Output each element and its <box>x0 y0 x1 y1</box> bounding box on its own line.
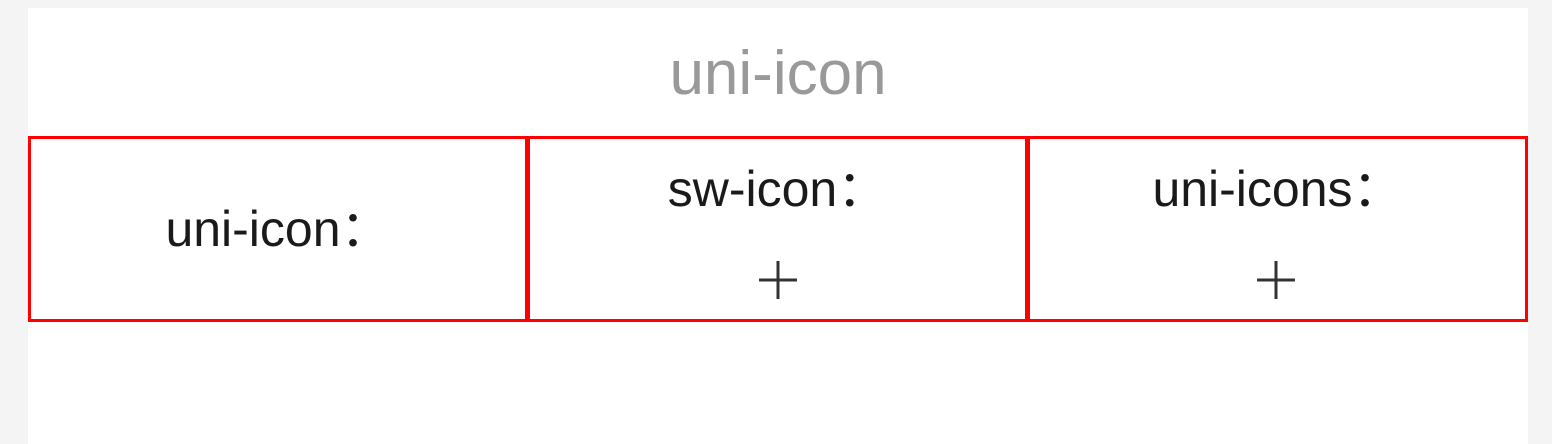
page-container: uni-icon uni-icon： sw-icon： uni-icons： <box>28 8 1528 444</box>
plus-icon[interactable] <box>1256 260 1296 300</box>
page-title: uni-icon <box>669 39 887 108</box>
cell-uni-icon: uni-icon： <box>28 136 528 322</box>
cell-label: uni-icons： <box>1152 161 1403 217</box>
cell-sw-icon: sw-icon： <box>527 136 1028 322</box>
cell-label: sw-icon： <box>667 161 888 217</box>
plus-icon[interactable] <box>758 260 798 300</box>
cell-label: uni-icon： <box>165 201 391 257</box>
cell-uni-icons: uni-icons： <box>1027 136 1528 322</box>
